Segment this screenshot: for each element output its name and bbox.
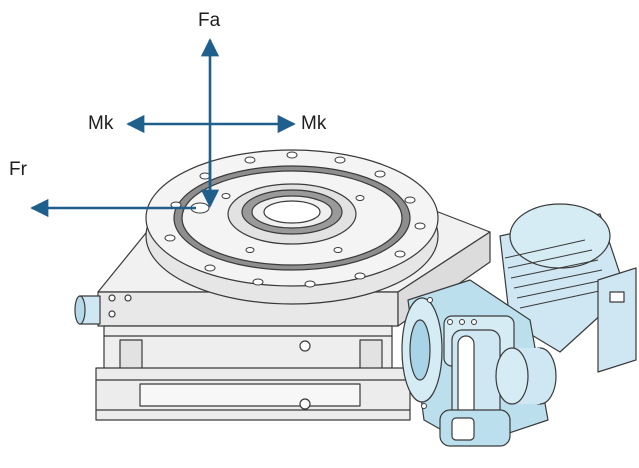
tilting-moment-label-left: Mk	[88, 113, 114, 134]
tilting-moment-label-right: Mk	[301, 113, 327, 134]
load-arrows	[30, 38, 296, 218]
rotary-flange	[145, 149, 439, 305]
radial-force-label: Fr	[9, 159, 27, 180]
axial-force-label: Fa	[198, 10, 221, 31]
gear-motor	[401, 203, 637, 447]
